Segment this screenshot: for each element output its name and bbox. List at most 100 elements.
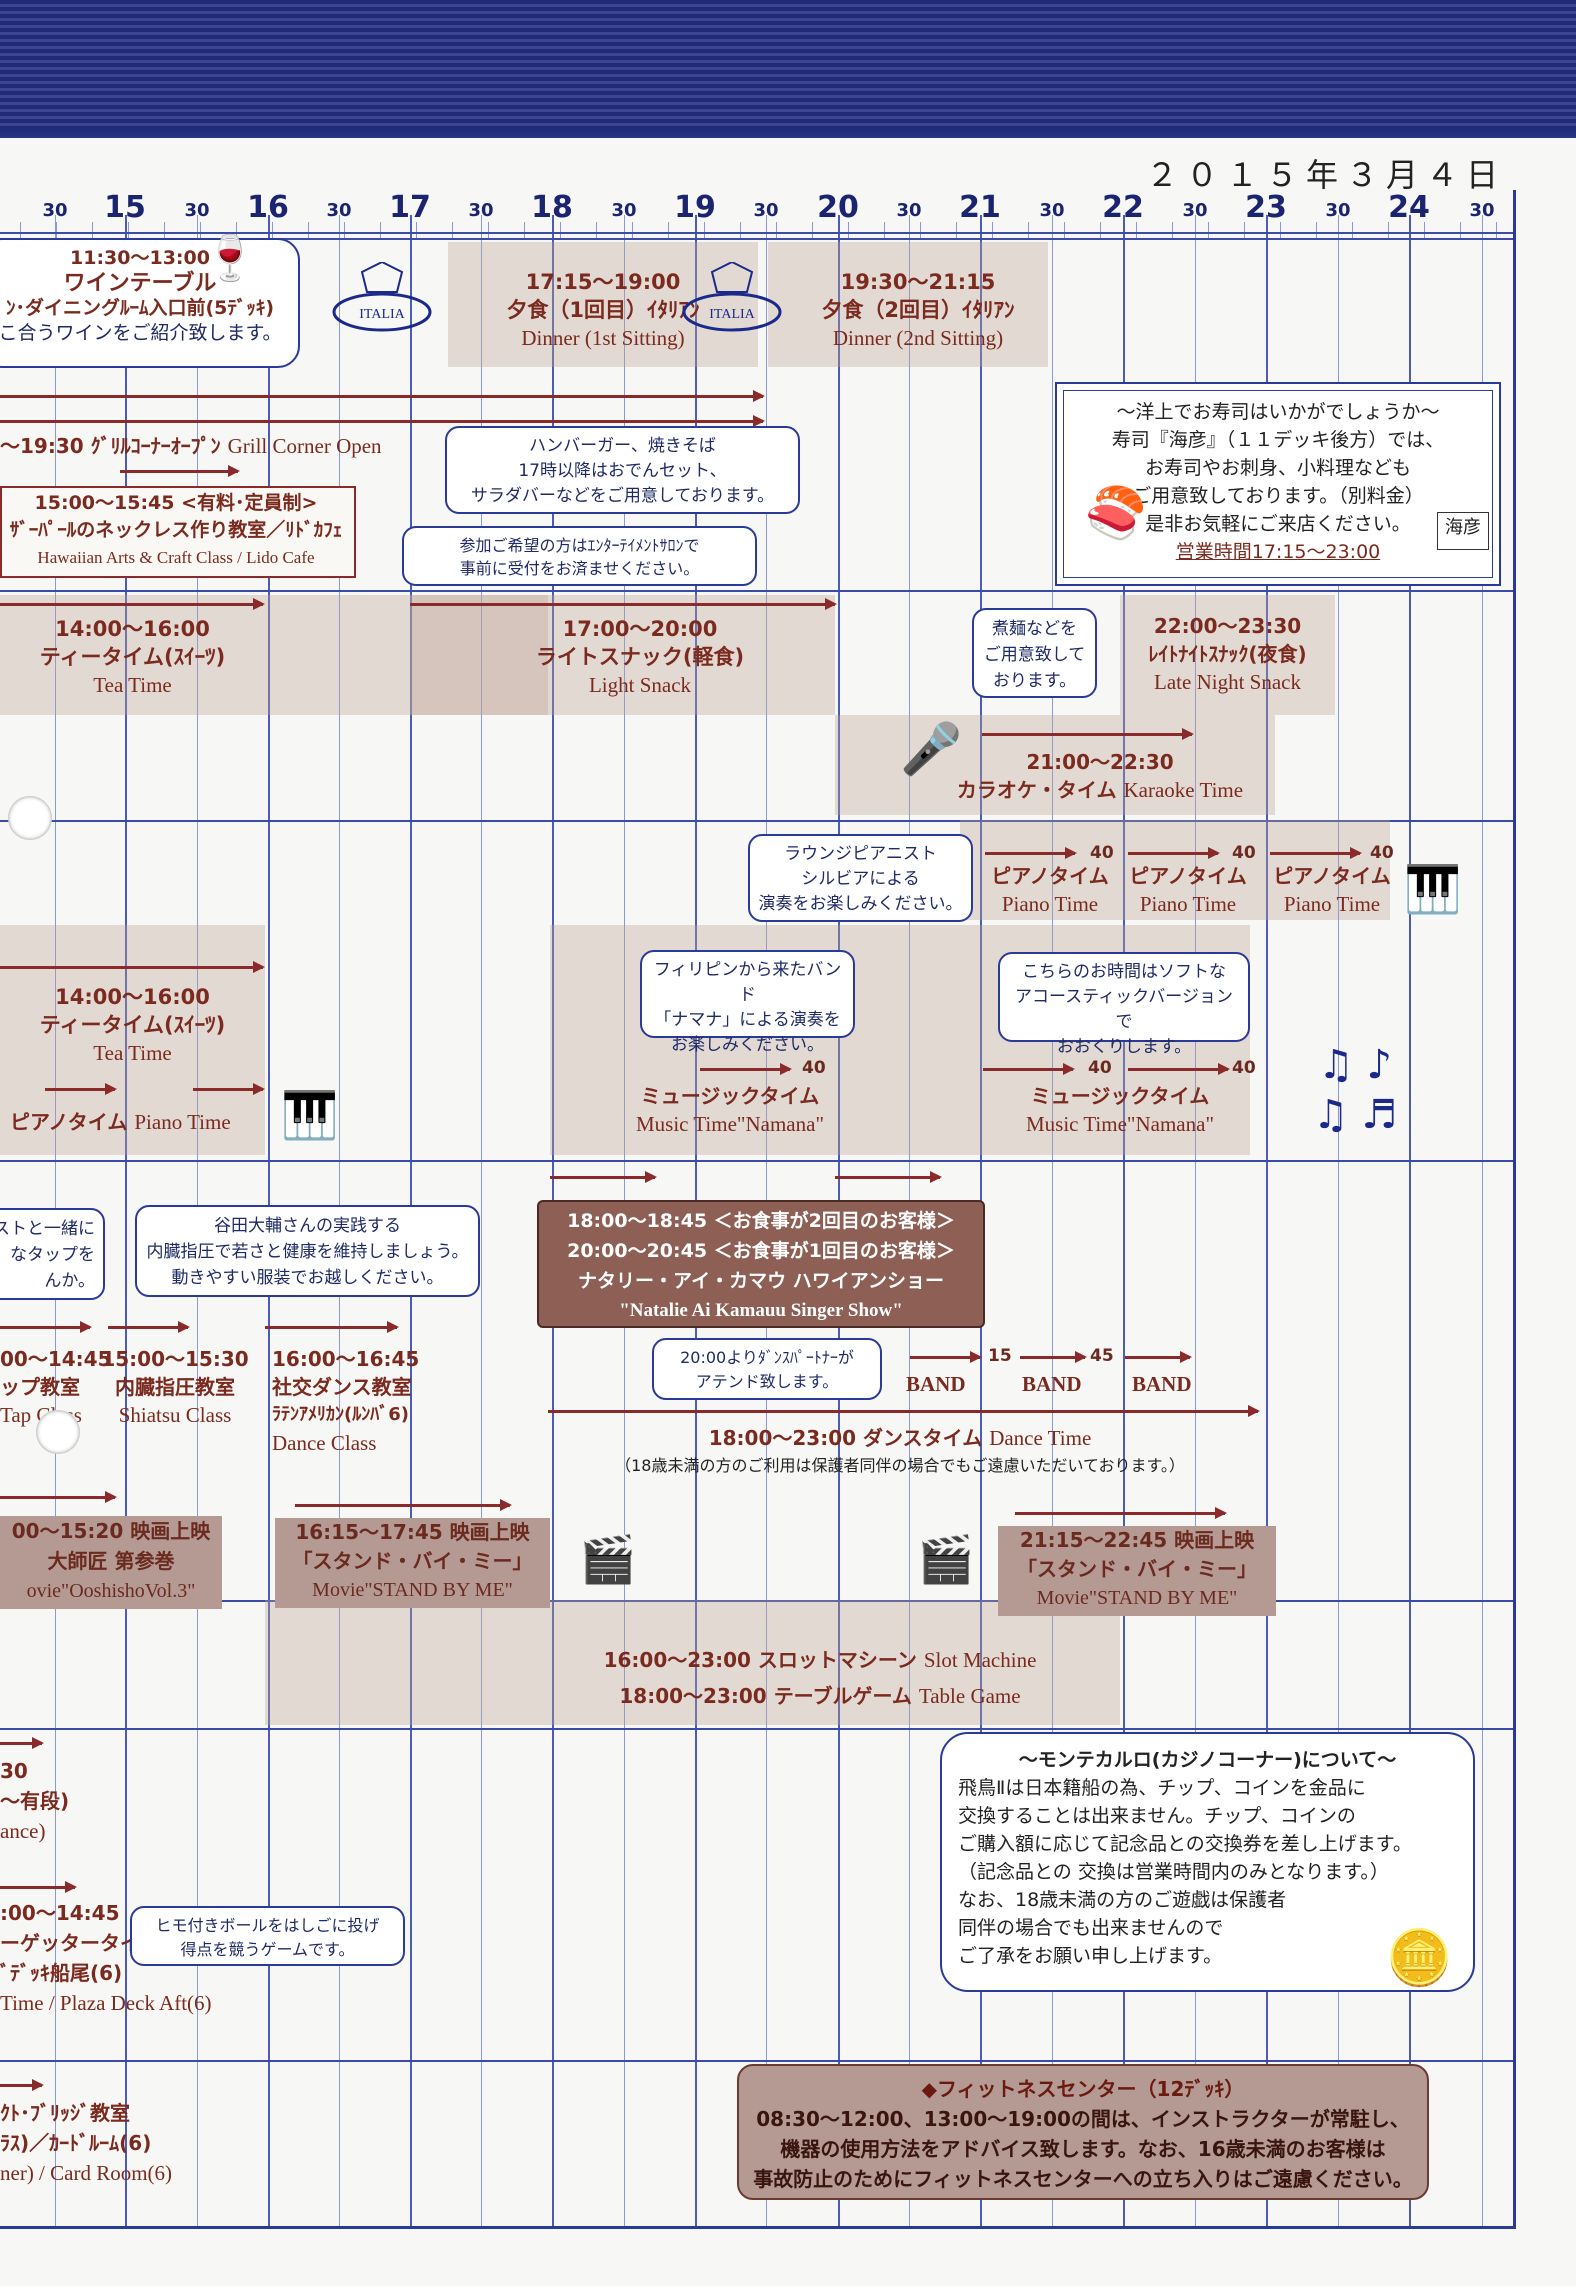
tea1-label: 14:00～16:00 ティータイム(ｽｲｰﾂ) Tea Time (0, 615, 265, 699)
sushi-line: ～洋上でお寿司はいかがでしょうか～ (1116, 401, 1440, 423)
snack-en: Light Snack (588, 673, 692, 697)
fitness-line: 08:30～12:00、13:00～19:00の間は、インストラクターが常駐し、 (756, 2107, 1410, 2131)
sommelier-icon: 🍷 (202, 233, 258, 284)
dinner2-label: 19:30～21:15 夕食（2回目）ｲﾀﾘｱﾝ Dinner (2nd Sit… (788, 268, 1048, 352)
axis-hour-label: 18 (531, 190, 573, 225)
karaoke-time: 21:00～22:30 (1026, 750, 1174, 774)
late-en: Late Night Snack (1154, 670, 1301, 694)
clapperboard-icon-2: 🎬 (917, 1532, 975, 1586)
axis-half-label: 30 (1325, 200, 1351, 221)
late-title: ﾚｲﾄﾅｲﾄｽﾅｯｸ(夜食) (1148, 642, 1307, 666)
italia-logo-icon: ITALIA (322, 260, 442, 342)
casino-line: 飛鳥Ⅱは日本籍船の為、チップ、コインを金品に (958, 1777, 1366, 1799)
axis-half-label: 30 (1469, 200, 1495, 221)
fitness-line: 機器の使用方法をアドバイス致します。なお、16歳未満のお客様は (780, 2137, 1386, 2161)
dance-left-t3: ance) (0, 1819, 46, 1843)
table-en: Table Game (918, 1684, 1021, 1708)
schedule-date: ２０１５年３月４日 (1145, 156, 1506, 194)
shiatsu-bubble-line: 谷田大輔さんの実践する (214, 1216, 401, 1236)
axis-half-label: 30 (611, 200, 637, 221)
music2-arrow-2 (1128, 1063, 1230, 1075)
casino-line: ご購入額に応じて記念品との交換券を差し上げます。 (958, 1833, 1412, 1855)
grid-frame-bottom (0, 2226, 1516, 2229)
bridge-title: ｸﾄ･ﾌﾞﾘｯｼﾞ教室 (0, 2101, 130, 2125)
grid-line-half (481, 215, 482, 2226)
band-arrow-2 (1020, 1351, 1087, 1363)
band-bubble-line: 「ナマナ」による演奏を (654, 1010, 841, 1030)
dance-time-label: 18:00～23:00 ダンスタイム Dance Time （18歳未満の方のご… (500, 1424, 1300, 1480)
tea1-title: ティータイム(ｽｲｰﾂ) (39, 645, 226, 669)
band-label-3: BAND (1132, 1372, 1192, 1396)
grand-piano-icon-2: 🎹 (281, 1088, 339, 1142)
grill-en: Grill Corner Open (227, 434, 382, 458)
axis-tick (956, 222, 957, 238)
piano2-en: Piano Time (134, 1110, 231, 1134)
partner-bubble: 20:00よりﾀﾞﾝｽﾊﾟｰﾄﾅｰが アテンド致します。 (652, 1338, 882, 1400)
header-stripes (0, 0, 1576, 138)
axis-tick (1460, 222, 1461, 238)
karaoke-label: 21:00～22:30 カラオケ・タイム Karaoke Time (940, 748, 1260, 804)
snack-title: ライトスナック(軽食) (535, 645, 745, 669)
grill-arrow-1 (0, 390, 765, 402)
axis-tick (344, 222, 345, 238)
dance-time-title: ダンスタイム (863, 1426, 983, 1450)
snack-label: 17:00～20:00 ライトスナック(軽食) Light Snack (490, 615, 790, 699)
binder-hole (8, 796, 52, 840)
quoit-arrow (0, 1881, 77, 1893)
dance-left-t2: ～有段) (0, 1789, 70, 1813)
karaoke-arrow (982, 728, 1194, 740)
wine-place: ﾝ･ダイニングﾙｰﾑ入口前(5ﾃﾞｯｷ) (5, 297, 275, 319)
show-box: 18:00～18:45 ＜お食事が2回目のお客様＞ 20:00～20:45 ＜お… (537, 1200, 985, 1328)
axis-tick (1244, 222, 1245, 238)
grid-row-line (0, 1600, 1514, 1602)
grid-line-half (1052, 215, 1053, 2226)
karaoke-en: Karaoke Time (1123, 778, 1244, 802)
karaoke-title: カラオケ・タイム (956, 778, 1117, 802)
tea1-en: Tea Time (93, 673, 172, 697)
movie1-en: ovie"OoshishoVol.3" (26, 1580, 196, 1602)
shiatsu-title: 内臓指圧教室 (115, 1375, 235, 1399)
axis-hour-label: 17 (389, 190, 431, 225)
movie3-title: 「スタンド・バイ・ミー」 (1017, 1557, 1257, 1581)
sushi-hours: 営業時間17:15～23:00 (1175, 541, 1381, 563)
italia-logo-text: ITALIA (359, 307, 405, 322)
piano-num-3: 40 (1370, 843, 1394, 863)
music2-en: Music Time"Namana" (1025, 1112, 1215, 1136)
axis-tick (272, 222, 273, 238)
grid-line-half (1195, 215, 1196, 2226)
tap-title: ップ教室 (0, 1375, 80, 1399)
piano-arrow-2 (1128, 847, 1220, 859)
shiatsu-bubble: 谷田大輔さんの実践する 内臓指圧で若さと健康を維持しましょう。 動きやすい服装で… (135, 1205, 480, 1297)
sushi-plate-icon: 🍣 (1084, 484, 1148, 542)
dance-left-arrow (0, 1737, 44, 1749)
dinner2-time: 19:30～21:15 (840, 270, 996, 294)
acoustic-bubble-line: アコースティックバージョンで (1015, 987, 1233, 1032)
italia-logo-icon-2: ITALIA (672, 260, 792, 342)
axis-tick (56, 222, 57, 238)
dance-class-time: 16:00～16:45 (272, 1347, 420, 1371)
shiatsu-bubble-line: 内臓指圧で若さと健康を維持しましょう。 (146, 1242, 469, 1262)
axis-hour-label: 23 (1245, 190, 1287, 225)
axis-tick (812, 222, 813, 238)
dance-time-time: 18:00～23:00 (708, 1426, 857, 1450)
music2-ja: ミュージックタイム (1030, 1084, 1210, 1108)
piano-en-2: Piano Time (1139, 892, 1237, 916)
quoit-time: :00～14:45 (0, 1901, 120, 1925)
music1-arrow (700, 1063, 792, 1075)
hawaiian-label: 15:00～15:45 <有料･定員制> ｻﾞｰﾊﾟｰﾙのネックレス作り教室／ﾘ… (0, 490, 352, 571)
axis-tick (524, 222, 525, 238)
band-label-1: BAND (906, 1372, 966, 1396)
hawaiian-title: ｻﾞｰﾊﾟｰﾙのネックレス作り教室／ﾘﾄﾞｶﾌｪ (9, 519, 343, 541)
sushi-line: 寿司『海彦』（１１デッキ後方）では、 (1111, 429, 1445, 451)
axis-hour-label: 15 (104, 190, 146, 225)
pianist-bubble-line: 演奏をお楽しみください。 (758, 894, 963, 914)
piano-en-1: Piano Time (1001, 892, 1099, 916)
axis-tick (1496, 222, 1497, 238)
grill-ja: ～19:30 ｸﾞﾘﾙｺｰﾅｰｵｰﾌﾟﾝ (0, 434, 221, 458)
axis-hour-label: 16 (247, 190, 289, 225)
noodle-bubble-line: ご用意致して (983, 645, 1086, 665)
movie1-time: 00～15:20 映画上映 (11, 1519, 211, 1543)
acoustic-bubble-line: おおくりします。 (1056, 1037, 1192, 1057)
axis-tick (164, 222, 165, 238)
tea2-label: 14:00～16:00 ティータイム(ｽｲｰﾂ) Tea Time (0, 983, 265, 1067)
